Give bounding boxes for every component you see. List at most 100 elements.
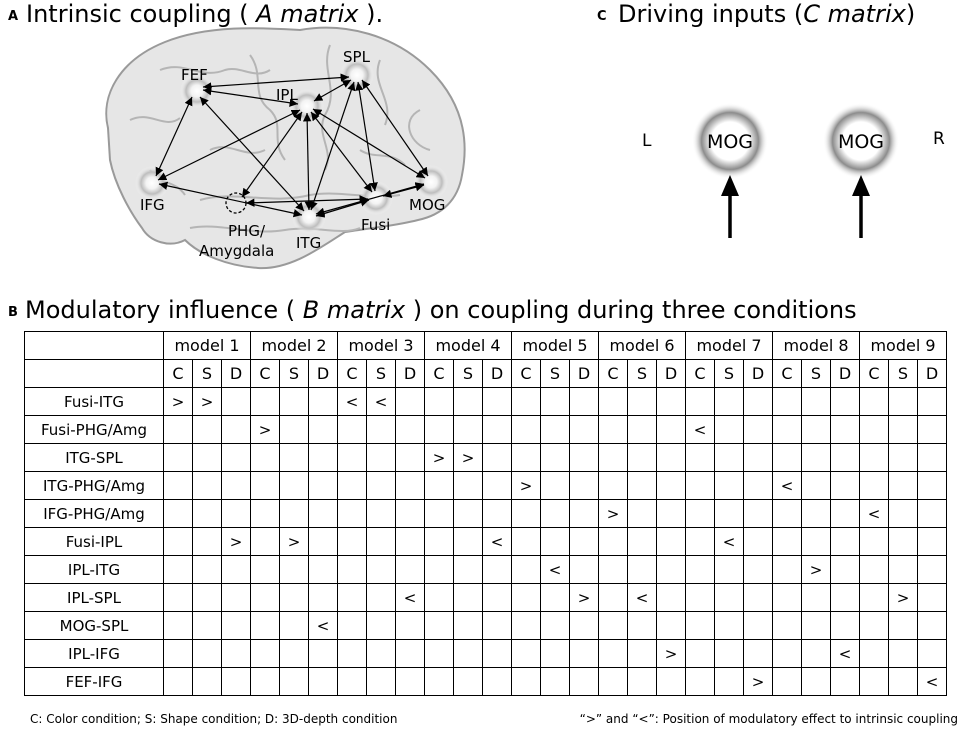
matrix-cell — [888, 415, 918, 444]
matrix-cell — [250, 527, 280, 556]
matrix-cell — [337, 499, 367, 528]
matrix-cell — [772, 527, 802, 556]
matrix-cell — [424, 527, 454, 556]
right-hemisphere-label: R — [933, 129, 945, 149]
matrix-cell — [163, 499, 193, 528]
table-row: Fusi-IPL>><< — [24, 527, 947, 556]
matrix-cell — [366, 527, 396, 556]
table-row: FEF-IFG>< — [24, 667, 947, 696]
matrix-cell — [424, 387, 454, 416]
matrix-cell — [453, 583, 483, 612]
matrix-cell — [366, 499, 396, 528]
matrix-cell — [627, 639, 657, 668]
matrix-cell — [511, 527, 541, 556]
matrix-cell — [279, 583, 309, 612]
matrix-cell — [540, 415, 570, 444]
matrix-cell — [888, 499, 918, 528]
matrix-cell — [714, 639, 744, 668]
matrix-cell — [772, 499, 802, 528]
matrix-cell: < — [627, 583, 657, 612]
matrix-cell — [569, 387, 599, 416]
matrix-cell — [743, 415, 773, 444]
matrix-cell — [627, 387, 657, 416]
connection-label: Fusi-PHG/Amg — [24, 415, 164, 444]
matrix-cell — [395, 639, 425, 668]
matrix-cell — [743, 387, 773, 416]
matrix-cell — [917, 387, 947, 416]
matrix-cell — [308, 667, 338, 696]
matrix-cell — [395, 555, 425, 584]
matrix-cell — [540, 583, 570, 612]
matrix-cell — [453, 387, 483, 416]
table-row: IFG-PHG/Amg>< — [24, 499, 947, 528]
connection-label: IPL-SPL — [24, 583, 164, 612]
matrix-cell — [366, 415, 396, 444]
matrix-cell — [569, 639, 599, 668]
matrix-cell — [627, 415, 657, 444]
matrix-cell — [424, 471, 454, 500]
matrix-cell — [482, 611, 512, 640]
matrix-cell — [685, 499, 715, 528]
matrix-cell — [743, 527, 773, 556]
matrix-cell — [221, 415, 251, 444]
model-header: model 4 — [424, 331, 512, 360]
matrix-cell — [453, 611, 483, 640]
panel-b-letter: B — [8, 305, 18, 320]
matrix-cell — [250, 499, 280, 528]
matrix-cell — [192, 499, 222, 528]
connection-label: IFG-PHG/Amg — [24, 499, 164, 528]
matrix-cell — [279, 415, 309, 444]
matrix-cell — [395, 415, 425, 444]
mog-left-node — [692, 103, 768, 179]
matrix-cell: > — [279, 527, 309, 556]
matrix-cell — [163, 639, 193, 668]
matrix-cell — [743, 639, 773, 668]
panel-c-letter: C — [597, 9, 607, 24]
condition-header: S — [366, 359, 396, 388]
matrix-cell — [743, 583, 773, 612]
matrix-cell — [424, 415, 454, 444]
matrix-cell — [279, 387, 309, 416]
matrix-cell: < — [859, 499, 889, 528]
matrix-cell — [453, 527, 483, 556]
matrix-cell — [685, 611, 715, 640]
matrix-cell — [714, 555, 744, 584]
matrix-cell — [714, 471, 744, 500]
matrix-cell — [801, 527, 831, 556]
condition-header: D — [569, 359, 599, 388]
table-row: IPL-IFG>< — [24, 639, 947, 668]
matrix-cell — [801, 667, 831, 696]
matrix-cell — [279, 555, 309, 584]
matrix-cell — [337, 555, 367, 584]
matrix-cell — [830, 443, 860, 472]
table-row: Fusi-ITG>><< — [24, 387, 947, 416]
matrix-cell — [192, 611, 222, 640]
node-label-spl: SPL — [343, 48, 371, 66]
node-label-fef: FEF — [181, 66, 208, 84]
matrix-cell — [163, 471, 193, 500]
matrix-cell — [830, 555, 860, 584]
matrix-cell: < — [540, 555, 570, 584]
condition-header: C — [337, 359, 367, 388]
matrix-cell — [656, 611, 686, 640]
matrix-cell — [511, 387, 541, 416]
matrix-cell — [598, 555, 628, 584]
matrix-cell — [395, 443, 425, 472]
corner-cell — [24, 359, 164, 388]
matrix-cell — [830, 471, 860, 500]
matrix-cell — [917, 611, 947, 640]
matrix-cell — [801, 471, 831, 500]
matrix-cell — [395, 667, 425, 696]
matrix-cell — [192, 583, 222, 612]
matrix-cell — [511, 667, 541, 696]
condition-header: C — [772, 359, 802, 388]
matrix-cell — [366, 611, 396, 640]
matrix-cell — [627, 471, 657, 500]
matrix-cell — [598, 443, 628, 472]
matrix-cell — [772, 583, 802, 612]
matrix-cell — [424, 583, 454, 612]
corner-cell — [24, 331, 164, 360]
matrix-cell — [221, 499, 251, 528]
matrix-cell — [656, 471, 686, 500]
